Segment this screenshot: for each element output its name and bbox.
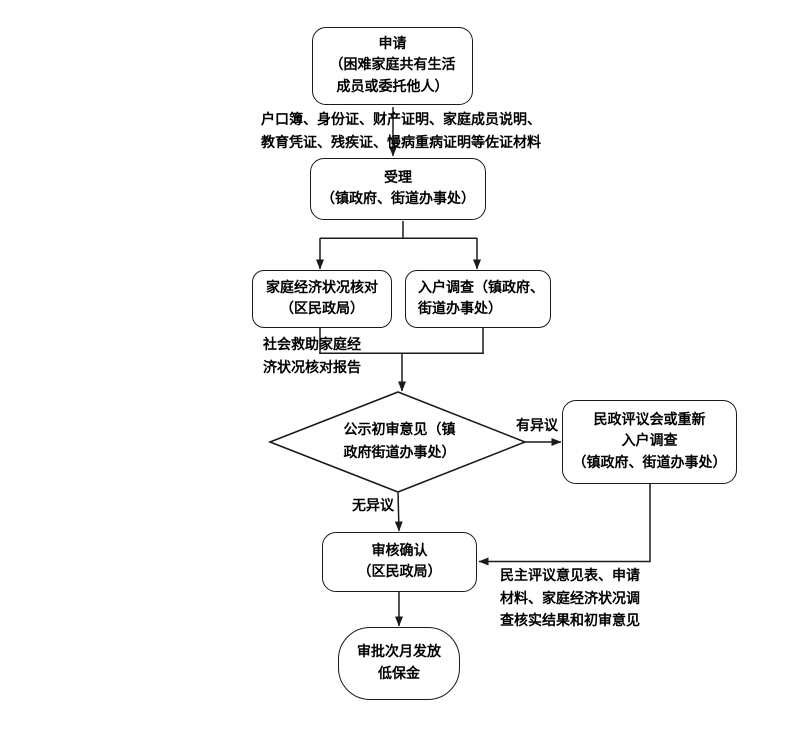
node-home-visit: 入户调查（镇政府、 街道办事处） bbox=[405, 270, 551, 328]
node-confirm: 审核确认 （区民政局） bbox=[322, 532, 477, 592]
node-accept-label: 受理 （镇政府、街道办事处） bbox=[321, 170, 475, 208]
node-apply: 申请 （困难家庭共有生活 成员或委托他人） bbox=[312, 27, 473, 105]
connector-decision-confirm bbox=[394, 491, 403, 532]
node-reassess-label: 民政评议会或重新 入户调查 （镇政府、街道办事处） bbox=[572, 412, 727, 471]
node-apply-label: 申请 （困难家庭共有生活 成员或委托他人） bbox=[329, 36, 456, 95]
connector-reassess-confirm bbox=[478, 483, 651, 566]
node-accept: 受理 （镇政府、街道办事处） bbox=[310, 158, 486, 220]
node-decision-label: 公示初审意见（镇 政府街道办事处） bbox=[343, 423, 456, 461]
label-report: 社会救助家庭经 济状况核对报告 bbox=[263, 338, 361, 376]
node-economic-check: 家庭经济状况核对 （区民政局） bbox=[252, 270, 392, 328]
node-grant: 审批次月发放 低保金 bbox=[338, 627, 460, 700]
node-confirm-label: 审核确认 （区民政局） bbox=[357, 543, 442, 581]
label-objection: 有异议 bbox=[516, 419, 558, 434]
node-grant-label: 审批次月发放 低保金 bbox=[357, 645, 441, 682]
label-evidence: 民主评议意见表、申请 材料、家庭经济状况调 查核实结果和初审意见 bbox=[500, 569, 640, 629]
node-home-visit-label: 入户调查（镇政府、 街道办事处） bbox=[418, 280, 544, 318]
node-reassess: 民政评议会或重新 入户调查 （镇政府、街道办事处） bbox=[562, 400, 737, 484]
label-documents: 户口簿、身份证、财产证明、家庭成员说明、 教育凭证、残疾证、慢病重病证明等佐证材… bbox=[261, 113, 541, 151]
node-economic-check-label: 家庭经济状况核对 （区民政局） bbox=[266, 280, 378, 318]
label-no-objection: 无异议 bbox=[352, 499, 394, 514]
